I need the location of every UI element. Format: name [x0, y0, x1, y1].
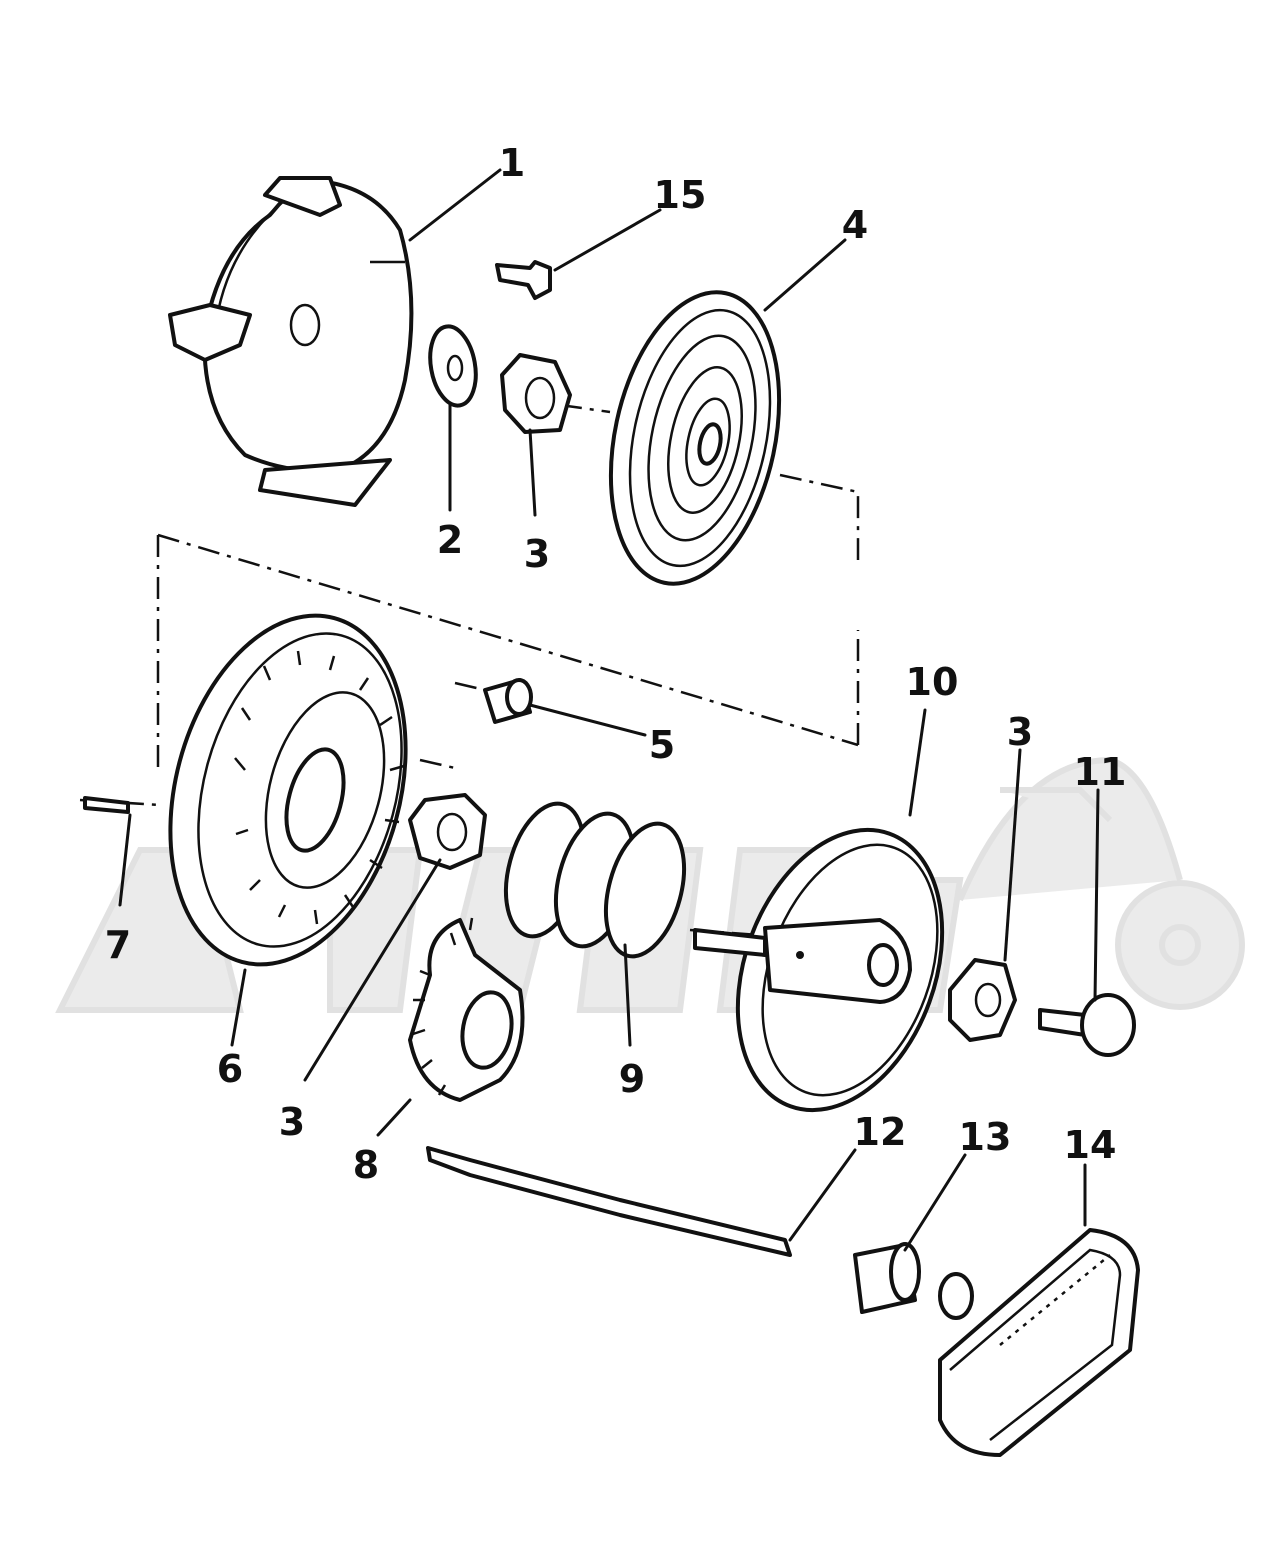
label-part-14: 14 [1064, 1123, 1117, 1167]
label-part-15: 15 [654, 173, 707, 217]
part-3-nut-top [500, 353, 572, 434]
label-part-13: 13 [959, 1115, 1012, 1159]
label-part-11: 11 [1074, 750, 1127, 794]
part-4-spring-reel [608, 290, 782, 586]
part-11-bolt [1038, 993, 1136, 1057]
part-3-nut-left [408, 793, 487, 870]
label-part-6: 6 [217, 1047, 243, 1091]
label-part-3-left: 3 [279, 1100, 305, 1144]
part-3-nut-right [948, 958, 1017, 1042]
part-1-housing [168, 176, 414, 507]
label-part-3-right: 3 [1007, 710, 1033, 754]
label-part-12: 12 [854, 1110, 907, 1154]
part-9-spring [504, 801, 686, 959]
part-13-sleeve [853, 1242, 921, 1314]
part-15-screw [495, 260, 552, 300]
label-part-10: 10 [906, 660, 959, 704]
part-2-washer [428, 324, 478, 408]
part-8-small-gear [408, 917, 525, 1102]
part-7-pin [83, 796, 130, 814]
label-part-1: 1 [499, 141, 525, 185]
part-5-bushing [483, 678, 533, 724]
part-14-handle [938, 1228, 1140, 1457]
leader-lines [118, 168, 1100, 1252]
part-labels: 1 15 4 2 3 10 5 3 11 7 6 9 3 8 12 13 14 [105, 141, 1127, 1187]
label-part-9: 9 [619, 1057, 645, 1101]
label-part-7: 7 [105, 923, 131, 967]
part-12-rope [426, 1146, 792, 1257]
part-6-gear-disc [168, 613, 408, 967]
label-part-5: 5 [649, 723, 675, 767]
part-10-pulley [693, 827, 945, 1113]
label-part-4: 4 [842, 203, 868, 247]
label-part-8: 8 [353, 1143, 379, 1187]
label-part-3-top: 3 [524, 532, 550, 576]
label-part-2: 2 [437, 518, 463, 562]
